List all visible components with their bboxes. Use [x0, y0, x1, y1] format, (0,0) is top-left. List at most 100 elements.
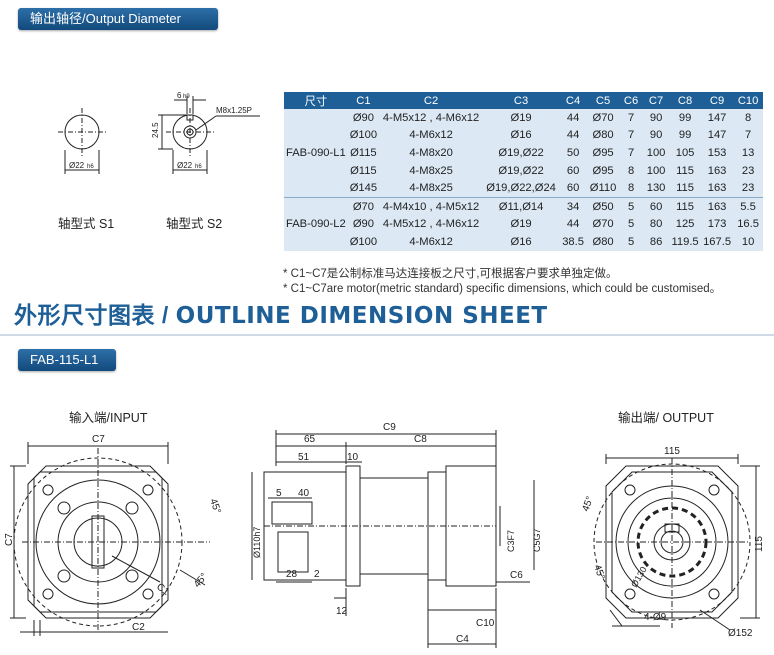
cell: Ø16: [483, 233, 560, 251]
table-row: Ø90 4-M5x12 , 4-M6x12 Ø19 44 Ø70 5 80 12…: [284, 215, 764, 234]
dim-115-top: 115: [664, 446, 680, 457]
cell: 38.5: [559, 233, 588, 251]
cell: 7: [733, 126, 764, 145]
s2-key-width: 6: [177, 91, 182, 100]
dim-5: 5: [276, 488, 282, 499]
cell: 173: [701, 215, 734, 234]
input-view-drawing: [10, 442, 210, 636]
output-view-label: 输出端/ OUTPUT: [618, 411, 714, 425]
outline-drawings: C7 C7 C1 C2 45° 45° C9 65 C8 51 10: [4, 422, 765, 648]
cell: 130: [643, 179, 670, 198]
cell: Ø110: [587, 179, 620, 198]
cell: 86: [643, 233, 670, 251]
cell: 100: [643, 144, 670, 162]
s2-thread: M8x1.25P: [216, 106, 252, 115]
cell: Ø19: [483, 109, 560, 127]
cell: 23: [733, 179, 764, 198]
cell: 60: [643, 196, 670, 216]
dim-c1: C1: [154, 581, 171, 598]
cell: 16.5: [733, 215, 764, 234]
cell: 125: [669, 215, 702, 234]
cell: 99: [669, 126, 702, 145]
dim-51: 51: [298, 452, 310, 463]
section-underline: [0, 334, 774, 336]
side-view-drawing: [251, 430, 535, 648]
dim-2: 2: [314, 569, 320, 580]
section-title: 外形尺寸图表 / OUTLINE DIMENSION SHEET: [14, 296, 548, 330]
dim-angle-out-top: 45°: [580, 495, 596, 513]
cell: 100: [643, 161, 670, 180]
table-row: Ø100 4-M6x12 Ø16 38.5 Ø80 5 86 119.5 167…: [284, 233, 764, 251]
cell: 7: [619, 109, 644, 127]
cell: 8: [619, 179, 644, 198]
s2-key-width-tol: h9: [183, 94, 190, 100]
cell: 147: [701, 126, 734, 145]
cell: 44: [559, 126, 588, 145]
cell: 90: [643, 109, 670, 127]
note-cn: * C1~C7是公制标准马达连接板之尺寸,可根据客户要求单独定做。: [283, 268, 618, 280]
cell: 163: [701, 179, 734, 198]
cell: 153: [701, 144, 734, 162]
shaft-s1-drawing: [58, 108, 106, 174]
note-en: * C1~C7are motor(metric standard) specif…: [283, 283, 722, 295]
cell: 5: [619, 233, 644, 251]
shaft-s2-drawing: [158, 96, 260, 174]
cell: 7: [619, 126, 644, 145]
cell: 80: [643, 215, 670, 234]
cell: Ø100: [347, 126, 380, 145]
cell: 4-M5x12 , 4-M6x12: [379, 215, 484, 234]
shaft-s1-label: 轴型式 S1: [58, 217, 115, 231]
cell: Ø95: [587, 161, 620, 180]
cell: Ø70: [347, 196, 380, 216]
s1-dia-label: Ø22: [69, 161, 85, 170]
dim-10: 10: [347, 452, 359, 463]
cell: Ø16: [483, 126, 560, 145]
cell: Ø19,Ø22: [483, 161, 560, 180]
cell: Ø80: [587, 233, 620, 251]
cell: Ø90: [347, 215, 380, 234]
cell: 60: [559, 161, 588, 180]
dim-c2: C2: [132, 622, 145, 633]
cell: 23: [733, 161, 764, 180]
input-view-label: 输入端/INPUT: [69, 411, 148, 425]
cell: 50: [559, 144, 588, 162]
cell: Ø19,Ø22,Ø24: [483, 179, 560, 198]
shaft-s2-label: 轴型式 S2: [166, 217, 223, 231]
cell: Ø19,Ø22: [483, 144, 560, 162]
dim-c10: C10: [476, 618, 495, 629]
col-header: C3: [483, 92, 560, 109]
cell: 60: [559, 179, 588, 198]
dim-angle-bottom: 45°: [192, 571, 210, 590]
dim-d152: Ø152: [728, 628, 753, 639]
output-view-drawing: [593, 454, 760, 631]
dim-65: 65: [304, 434, 316, 445]
col-header: C6: [619, 92, 644, 109]
s2-dia-tol: h6: [195, 164, 202, 170]
cell: 8: [733, 109, 764, 127]
cell: 10: [733, 233, 764, 251]
s2-key-height: 24.5: [151, 122, 160, 138]
cell: Ø100: [347, 233, 380, 251]
cell: Ø80: [587, 126, 620, 145]
table-row: Ø115 4-M8x20 Ø19,Ø22 50 Ø95 7 100 105 15…: [284, 144, 764, 162]
dim-12: 12: [336, 606, 348, 617]
col-header: C4: [559, 92, 588, 109]
dim-c6: C6: [510, 570, 523, 581]
dim-angle-top: 45°: [207, 497, 223, 515]
cell: 5: [619, 196, 644, 216]
cell: 44: [559, 215, 588, 234]
dim-c5: C5G7: [532, 528, 542, 552]
section-title-cn: 外形尺寸图表 /: [14, 302, 176, 328]
col-header: C5: [587, 92, 620, 109]
cell: 34: [559, 196, 588, 216]
cell: 5: [619, 215, 644, 234]
cell: 4-M8x25: [379, 179, 484, 198]
dim-c9: C9: [383, 422, 396, 433]
cell: 13: [733, 144, 764, 162]
model-cell: FAB-090-L1: [284, 109, 348, 198]
table-row: Ø100 4-M6x12 Ø16 44 Ø80 7 90 99 147 7: [284, 126, 764, 145]
table-row: FAB-090-L2 Ø70 4-M4x10 , 4-M5x12 Ø11,Ø14…: [284, 196, 764, 251]
dim-angle-out-bottom: 45°: [591, 563, 607, 581]
section-title-en: OUTLINE DIMENSION SHEET: [175, 303, 548, 329]
shaft-type-drawings: Ø22 h6 Ø22 h6 6 h9 24.5 M8x1.25P: [58, 91, 260, 174]
